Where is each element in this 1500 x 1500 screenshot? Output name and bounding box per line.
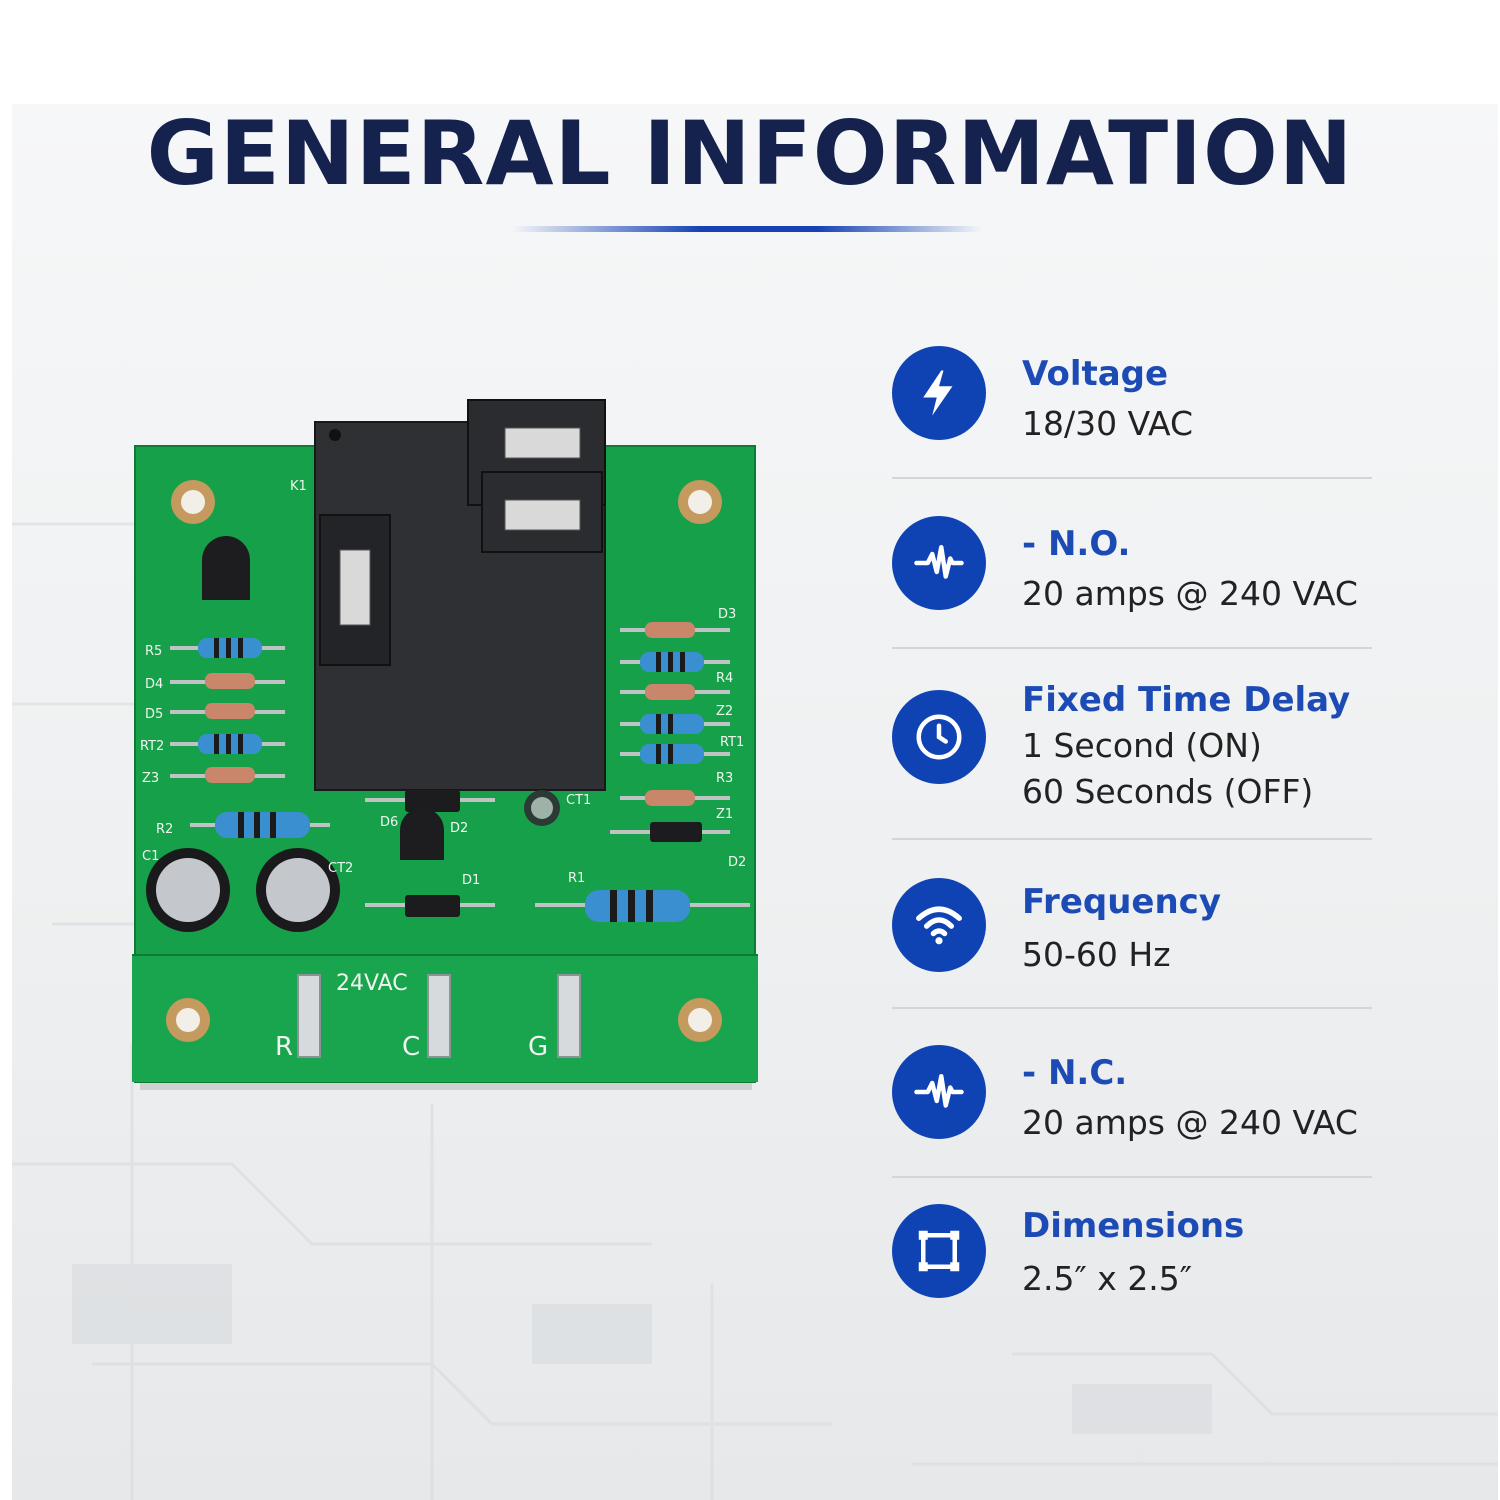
pulse-wave-icon <box>892 1045 986 1139</box>
label-d2-center: D2 <box>450 821 468 836</box>
spec-label: Voltage <box>1022 354 1169 394</box>
label-z3: Z3 <box>142 771 159 786</box>
clock-icon <box>892 690 986 784</box>
label-r4: R4 <box>716 671 733 686</box>
spec-value: 60 Seconds (OFF) <box>1022 772 1314 811</box>
spec-label: Frequency <box>1022 882 1222 922</box>
spec-label: - N.O. <box>1022 524 1131 564</box>
label-z1: Z1 <box>716 807 733 822</box>
label-d2-right: D2 <box>728 855 746 870</box>
spec-normally-closed: - N.C. 20 amps @ 240 VAC <box>892 1045 1372 1145</box>
divider <box>892 838 1372 840</box>
spec-label: - N.C. <box>1022 1053 1128 1093</box>
terminals <box>297 974 581 1058</box>
label-ct1: CT1 <box>566 793 591 808</box>
label-z2: Z2 <box>716 704 733 719</box>
spec-label: Dimensions <box>1022 1206 1245 1246</box>
spec-dimensions: Dimensions 2.5″ x 2.5″ <box>892 1204 1372 1304</box>
divider <box>892 1007 1372 1009</box>
label-rt2: RT2 <box>140 739 164 754</box>
spec-normally-open: - N.O. 20 amps @ 240 VAC <box>892 516 1372 616</box>
spec-value: 20 amps @ 240 VAC <box>1022 1103 1358 1142</box>
label-rt1: RT1 <box>720 735 744 750</box>
wifi-signal-icon <box>892 878 986 972</box>
spec-value: 50-60 Hz <box>1022 935 1171 974</box>
spec-frequency: Frequency 50-60 Hz <box>892 878 1372 978</box>
mounting-holes <box>166 480 722 1042</box>
label-d3: D3 <box>718 607 736 622</box>
label-terminal-c: C <box>402 1032 420 1062</box>
spec-value: 1 Second (ON) <box>1022 726 1262 765</box>
capacitors <box>146 790 560 932</box>
label-d4: D4 <box>145 677 163 692</box>
label-r3: R3 <box>716 771 733 786</box>
label-terminal-g: G <box>528 1032 548 1062</box>
label-d5: D5 <box>145 707 163 722</box>
spec-value: 2.5″ x 2.5″ <box>1022 1259 1193 1298</box>
label-c1: C1 <box>142 849 159 864</box>
transistor-q1 <box>202 536 250 600</box>
spec-value: 18/30 VAC <box>1022 404 1194 443</box>
label-ct2: CT2 <box>328 861 353 876</box>
label-terminal-r: R <box>275 1032 293 1062</box>
label-r2: R2 <box>156 822 173 837</box>
divider <box>892 647 1372 649</box>
resistor-bands <box>214 638 685 922</box>
divider <box>892 477 1372 479</box>
title-underline <box>512 226 982 232</box>
silkscreen-labels: K1 R5 D4 D5 RT2 Z3 R2 C1 CT2 D6 D2 D1 CT… <box>140 479 746 1062</box>
page-title: GENERAL INFORMATION <box>146 102 1354 205</box>
dimensions-frame-icon <box>892 1204 986 1298</box>
label-d1: D1 <box>462 873 480 888</box>
label-24vac: 24VAC <box>336 971 408 996</box>
spec-voltage: Voltage 18/30 VAC <box>892 346 1372 446</box>
spec-label: Fixed Time Delay <box>1022 680 1351 720</box>
lightning-bolt-icon <box>892 346 986 440</box>
label-r1: R1 <box>568 871 585 886</box>
relay-k1 <box>314 399 606 791</box>
divider <box>892 1176 1372 1178</box>
label-r5: R5 <box>145 644 162 659</box>
relay-board-image: K1 R5 D4 D5 RT2 Z3 R2 C1 CT2 D6 D2 D1 CT… <box>132 399 758 1090</box>
spec-value: 20 amps @ 240 VAC <box>1022 574 1358 613</box>
spec-fixed-time-delay: Fixed Time Delay 1 Second (ON) 60 Second… <box>892 680 1372 820</box>
pulse-wave-icon <box>892 516 986 610</box>
label-d6: D6 <box>380 815 398 830</box>
label-k1: K1 <box>290 479 307 494</box>
